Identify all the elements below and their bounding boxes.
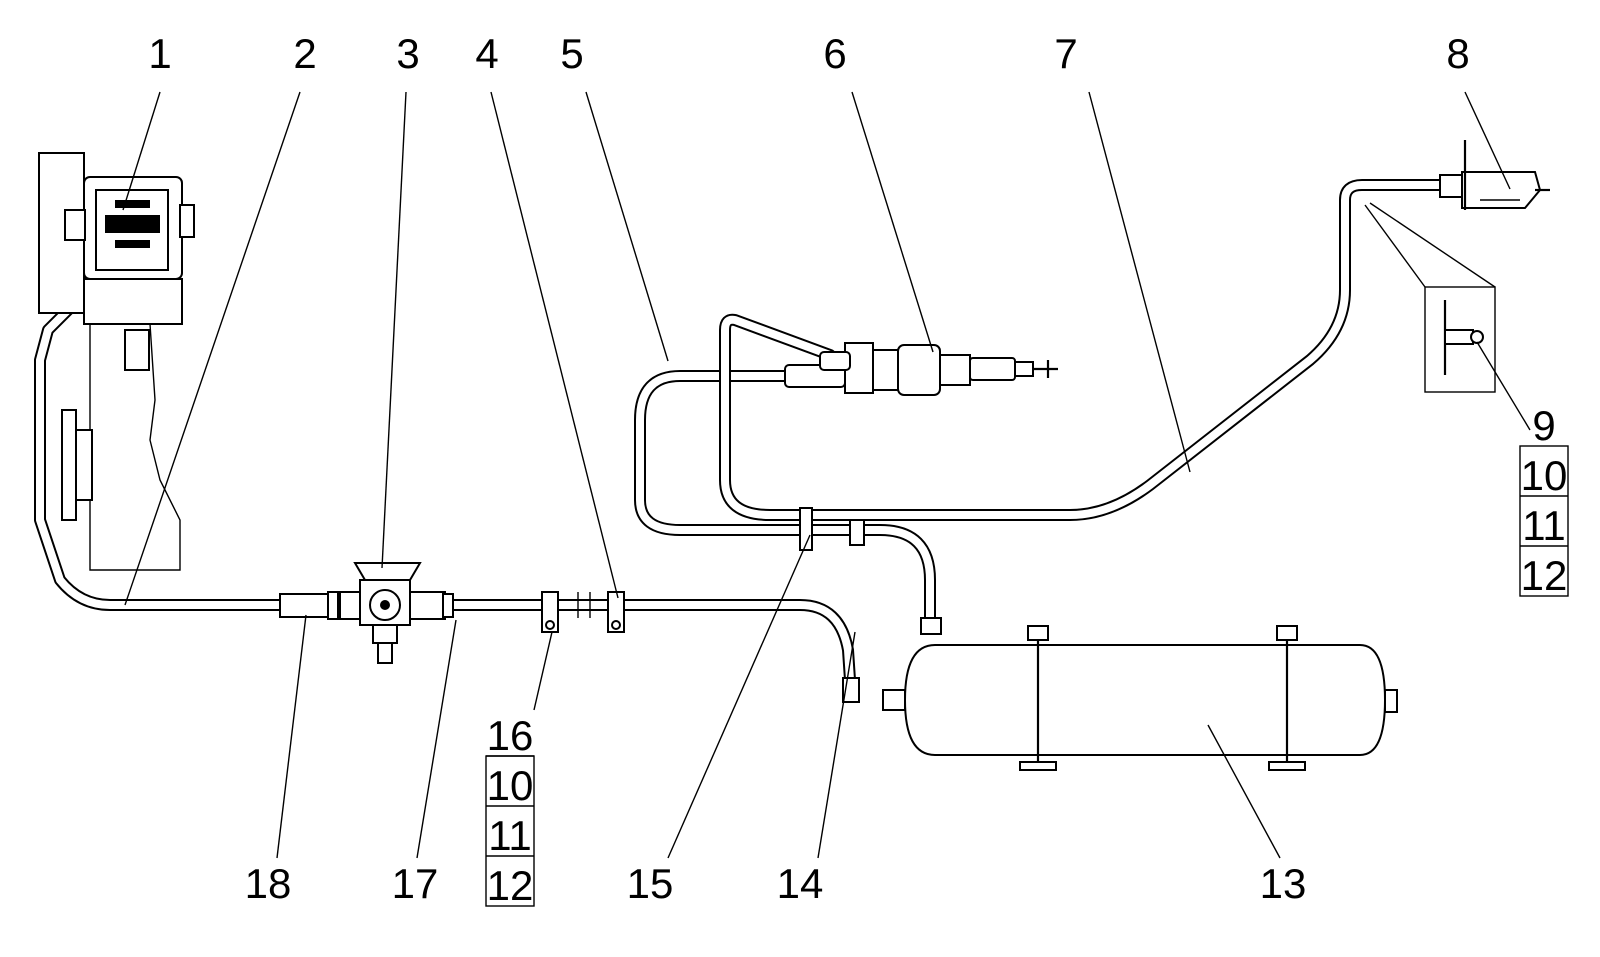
- air-receiver-tank: [882, 625, 1398, 771]
- callout-5: 5: [560, 30, 583, 77]
- moisture-separator: [279, 562, 454, 664]
- pipe-7: [719, 179, 1446, 521]
- stack-right-11: 11: [1522, 502, 1566, 549]
- callout-17: 17: [392, 860, 439, 907]
- callout-labels: 1 2 3 4 5 6 7 8 9 13 14 15 17 18 10 11 1…: [148, 30, 1567, 909]
- callout-14: 14: [777, 860, 824, 907]
- stack-box-right: [1519, 445, 1569, 597]
- callout-9: 9: [1532, 402, 1555, 449]
- callout-1: 1: [148, 30, 171, 77]
- stack-right-12: 12: [1521, 552, 1568, 599]
- callout-15: 15: [627, 860, 674, 907]
- stack-bottom-10: 10: [487, 762, 534, 809]
- compressor: [38, 152, 195, 571]
- callout-8: 8: [1446, 30, 1469, 77]
- stack-right-10: 10: [1521, 452, 1568, 499]
- air-pipes: [34, 179, 1446, 686]
- callout-7: 7: [1054, 30, 1077, 77]
- stack-bottom-11: 11: [488, 812, 532, 859]
- detail-view: [1364, 202, 1496, 393]
- callout-4: 4: [475, 30, 498, 77]
- stack-box-bottom: [485, 755, 535, 907]
- callout-18: 18: [245, 860, 292, 907]
- stack-bottom-16: 16: [487, 712, 534, 759]
- callout-3: 3: [396, 30, 419, 77]
- leader-lines: [122, 91, 1531, 859]
- pipe-clamps: [541, 591, 625, 633]
- callout-6: 6: [823, 30, 846, 77]
- pressure-regulator: [784, 342, 1058, 396]
- pipe-loop-5: [634, 370, 936, 628]
- callout-2: 2: [293, 30, 316, 77]
- callout-13: 13: [1260, 860, 1307, 907]
- brake-valve: [1439, 140, 1550, 210]
- stack-bottom-12: 12: [487, 862, 534, 909]
